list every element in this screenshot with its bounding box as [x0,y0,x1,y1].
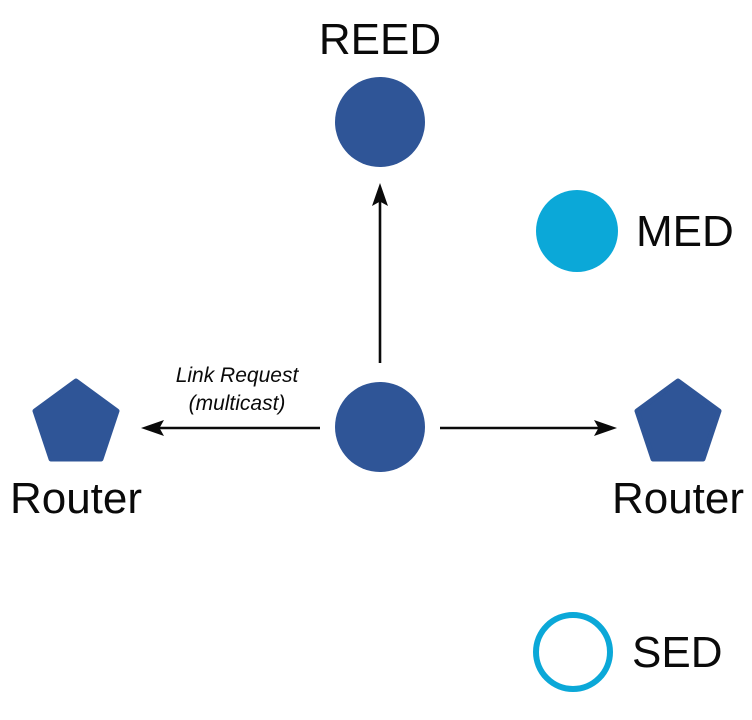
link-request-label-line1: Link Request [176,364,300,387]
sed-circle-shape[interactable] [533,612,613,692]
link-right-arrowhead [594,420,617,436]
link-leader-to-router-left [141,420,320,436]
links-layer [141,183,617,436]
med-circle-shape[interactable] [536,190,618,272]
node-router-left[interactable]: Router [10,378,142,523]
link-leader-to-reed [372,183,388,363]
link-left-arrowhead [141,420,164,436]
router-left-label: Router [10,474,142,523]
reed-label: REED [319,15,441,64]
node-router-right[interactable]: Router [612,378,744,523]
leader-circle-shape[interactable] [335,382,425,472]
link-leader-to-router-right [440,420,617,436]
link-request-label-line2: (multicast) [189,392,286,415]
router-right-label: Router [612,474,744,523]
reed-circle-shape[interactable] [335,77,425,167]
node-med[interactable]: MED [536,190,734,272]
med-label: MED [636,207,734,256]
node-sed[interactable]: SED [533,612,722,692]
link-request-label: Link Request (multicast) [176,364,300,415]
sed-label: SED [632,628,722,677]
link-up-arrowhead [372,183,388,206]
node-leader[interactable] [335,382,425,472]
router-right-pentagon-shape[interactable] [634,378,722,462]
router-left-pentagon-shape[interactable] [32,378,120,462]
node-reed[interactable]: REED [319,15,441,167]
nodes-layer: REED MED Router Router [10,15,744,692]
